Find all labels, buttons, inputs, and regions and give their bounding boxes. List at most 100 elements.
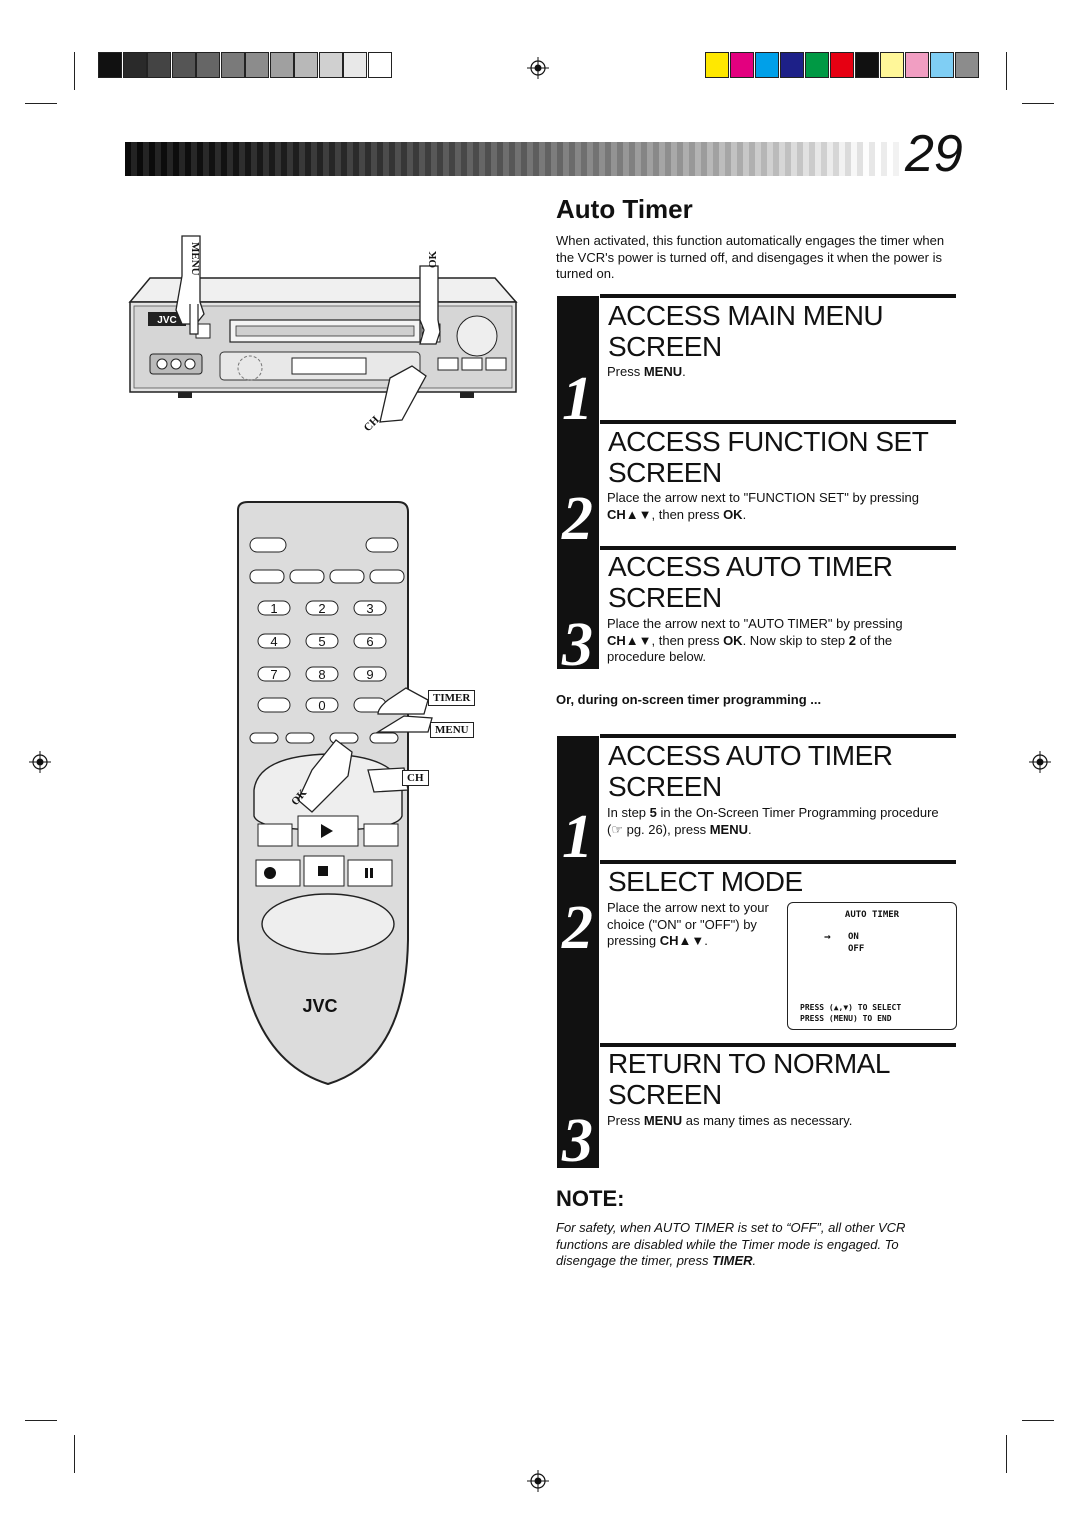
header-gradient-stripe <box>593 142 600 176</box>
header-gradient-stripe <box>851 142 858 176</box>
header-gradient-stripe <box>551 142 558 176</box>
remote-illustration: 1 2 3 4 5 6 7 8 9 0 JVC OK <box>237 501 433 1086</box>
header-gradient-stripe <box>143 142 150 176</box>
header-gradient-stripe <box>467 142 474 176</box>
jvc-logo: JVC <box>302 996 337 1016</box>
arrow-right-icon: → <box>824 930 831 943</box>
color-swatch <box>955 52 979 78</box>
header-gradient-stripe <box>533 142 540 176</box>
header-gradient-stripe <box>713 142 720 176</box>
header-gradient-stripe <box>155 142 162 176</box>
registration-mark-icon <box>527 57 549 79</box>
registration-mark-icon <box>1029 751 1051 773</box>
header-gradient-stripe <box>251 142 258 176</box>
header-gradient-stripe <box>845 142 852 176</box>
header-gradient-stripe <box>167 142 174 176</box>
header-gradient-stripe <box>389 142 396 176</box>
gray-swatch <box>147 52 171 78</box>
header-gradient-stripe <box>635 142 642 176</box>
header-gradient-stripe <box>701 142 708 176</box>
vcr-illustration: JVC MENU OK CH <box>128 235 518 434</box>
header-gradient-stripe <box>479 142 486 176</box>
header-gradient-stripe <box>281 142 288 176</box>
page-number: 29 <box>905 125 963 183</box>
osd-option-on: ON <box>848 932 859 942</box>
header-gradient-stripe <box>731 142 738 176</box>
gray-swatch <box>196 52 220 78</box>
header-gradient-stripe <box>539 142 546 176</box>
header-gradient-stripe <box>707 142 714 176</box>
header-gradient-stripe <box>803 142 810 176</box>
header-gradient-stripe <box>431 142 438 176</box>
step-bar-group-b <box>557 736 599 1168</box>
header-gradient-stripe <box>371 142 378 176</box>
header-gradient-stripe <box>269 142 276 176</box>
header-gradient-stripe <box>365 142 372 176</box>
header-gradient-stripe <box>461 142 468 176</box>
header-gradient-stripe <box>137 142 144 176</box>
header-gradient-stripe <box>425 142 432 176</box>
header-gradient-stripe <box>767 142 774 176</box>
header-gradient-stripe <box>161 142 168 176</box>
gray-swatch <box>343 52 367 78</box>
header-gradient-stripe <box>659 142 666 176</box>
hand-pointer-icon <box>379 365 427 423</box>
header-gradient-stripe <box>527 142 534 176</box>
header-gradient-stripe <box>317 142 324 176</box>
header-gradient-stripe <box>503 142 510 176</box>
header-gradient-stripe <box>311 142 318 176</box>
header-gradient-stripe <box>245 142 252 176</box>
header-gradient-stripe <box>347 142 354 176</box>
color-swatch <box>830 52 854 78</box>
header-gradient-stripe <box>491 142 498 176</box>
header-gradient-stripe <box>359 142 366 176</box>
header-gradient-stripe <box>605 142 612 176</box>
header-gradient-stripe <box>191 142 198 176</box>
svg-text:5: 5 <box>318 634 325 649</box>
header-gradient-stripe <box>587 142 594 176</box>
or-line: Or, during on-screen timer programming .… <box>556 692 822 707</box>
header-gradient-stripe <box>413 142 420 176</box>
section-title: Auto Timer <box>556 194 693 224</box>
header-gradient-stripe <box>617 142 624 176</box>
registration-mark-icon <box>29 751 51 773</box>
svg-text:OK: OK <box>427 250 439 268</box>
header-gradient-stripe <box>209 142 216 176</box>
header-gradient-stripe <box>275 142 282 176</box>
menu-callout-label: MENU <box>430 722 474 738</box>
hand-pointer-icon <box>297 739 353 813</box>
header-gradient-stripe <box>497 142 504 176</box>
header-gradient-stripe <box>509 142 516 176</box>
hand-pointer-icon <box>367 767 409 793</box>
note-heading: NOTE: <box>556 1186 625 1211</box>
svg-text:1: 1 <box>270 601 277 616</box>
header-gradient-stripe <box>353 142 360 176</box>
osd-screen: AUTO TIMER → ON OFF PRESS (▲,▼) TO SELEC… <box>787 902 957 1030</box>
header-gradient-stripe <box>443 142 450 176</box>
header-gradient-stripe <box>611 142 618 176</box>
svg-text:CH: CH <box>362 414 382 434</box>
header-gradient-stripe <box>623 142 630 176</box>
header-gradient-stripe <box>827 142 834 176</box>
ch-callout-label: CH <box>402 770 429 786</box>
gray-swatch <box>269 52 294 78</box>
header-gradient-stripe <box>263 142 270 176</box>
header-gradient-stripe <box>377 142 384 176</box>
header-gradient-stripe <box>179 142 186 176</box>
header-gradient-stripe <box>131 142 138 176</box>
header-gradient-stripe <box>779 142 786 176</box>
header-gradient-stripe <box>149 142 156 176</box>
timer-callout-label: TIMER <box>428 690 476 706</box>
header-gradient-stripe <box>581 142 588 176</box>
header-gradient-stripe <box>557 142 564 176</box>
header-gradient-stripe <box>569 142 576 176</box>
header-gradient-stripe <box>881 142 888 176</box>
header-gradient-stripe <box>203 142 210 176</box>
header-gradient-stripe <box>575 142 582 176</box>
color-swatch <box>905 52 929 78</box>
color-swatch <box>730 52 754 78</box>
svg-text:4: 4 <box>270 634 277 649</box>
header-gradient-stripe <box>383 142 390 176</box>
header-gradient-stripe <box>449 142 456 176</box>
gray-swatch <box>367 52 392 78</box>
